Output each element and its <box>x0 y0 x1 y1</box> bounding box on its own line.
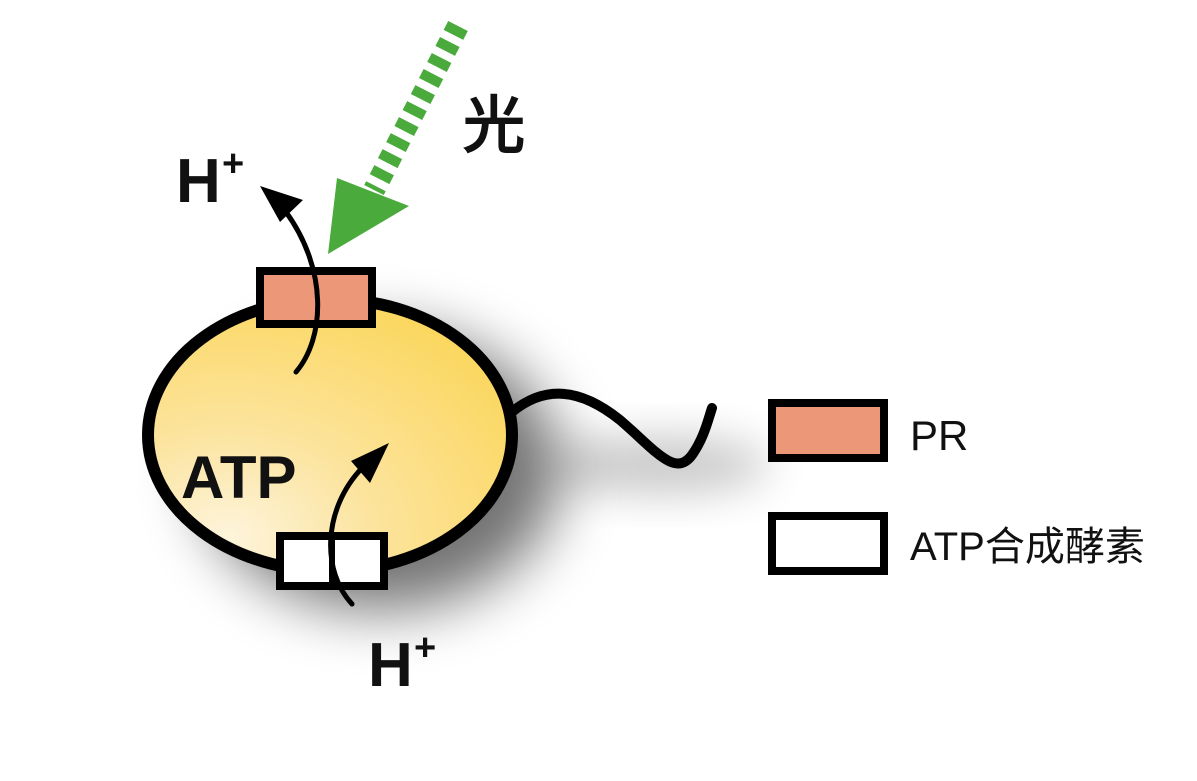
proton-import-arrowhead <box>351 443 389 483</box>
proton-export-arrowhead <box>260 186 303 222</box>
light-arrow-shaft <box>364 20 468 196</box>
flagellum-shadow <box>550 437 770 493</box>
light-arrowhead <box>328 178 409 254</box>
proton-label-bottom-sup: + <box>414 627 436 669</box>
legend-swatch-atp-synthase <box>768 512 888 575</box>
proton-import-arrow <box>328 465 365 607</box>
flagellum <box>507 388 717 469</box>
atp-label: ATP <box>181 444 297 511</box>
legend-label-pr: PR <box>910 412 968 459</box>
proton-label-top-sup: + <box>222 143 244 185</box>
proton-label-top: H <box>176 147 221 216</box>
legend-swatch-pr <box>768 399 888 462</box>
legend-item-pr: PR <box>768 399 968 462</box>
legend: PR ATP合成酵素 <box>768 399 1145 575</box>
light-arrow-icon <box>328 20 468 254</box>
legend-item-atp-synthase: ATP合成酵素 <box>768 512 1145 575</box>
proton-label-bottom: H <box>368 631 413 700</box>
proton-export-arrow <box>283 209 321 375</box>
legend-label-atp-synthase: ATP合成酵素 <box>910 525 1145 569</box>
light-label: 光 <box>463 92 525 161</box>
